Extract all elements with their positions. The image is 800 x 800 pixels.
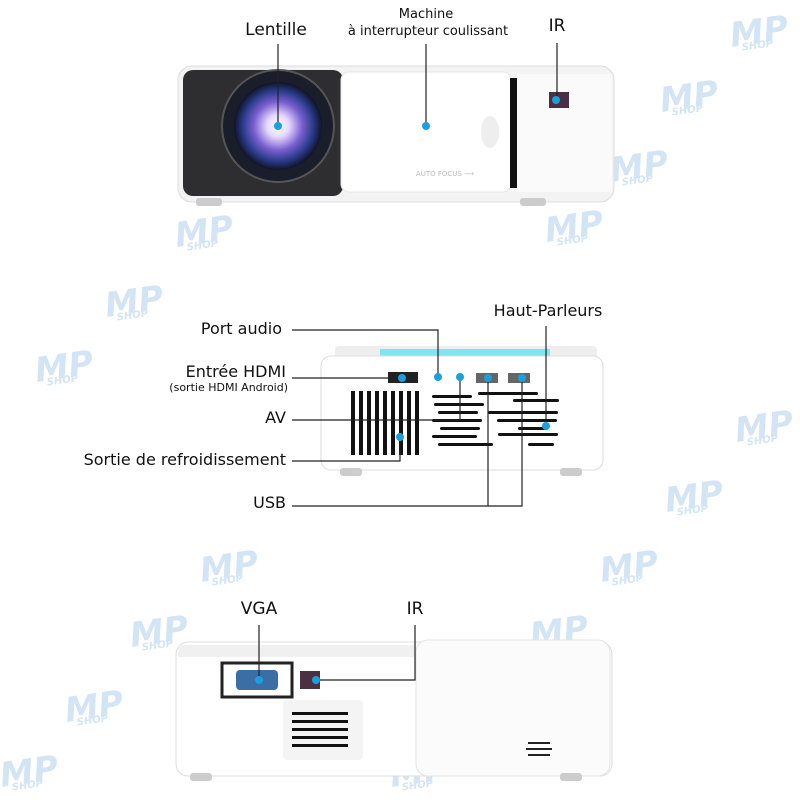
front-view-projector: AUTO FOCUS ⟶ [177, 65, 615, 206]
label-speakers: Haut-Parleurs [493, 301, 603, 320]
front-callout-lines [277, 43, 558, 126]
svg-text:AUTO FOCUS ⟶: AUTO FOCUS ⟶ [416, 170, 474, 178]
front-callout-dots [274, 96, 560, 130]
label-usb: USB [253, 493, 286, 512]
side-view-projector [175, 639, 613, 781]
label-lens: Lentille [245, 20, 307, 40]
cooling-vent [351, 391, 419, 455]
ir-sensor [300, 671, 320, 689]
label-ir-side: IR [406, 599, 424, 619]
side-vent [292, 712, 348, 747]
label-ir-front: IR [548, 16, 566, 36]
rear-callout-dots [396, 373, 550, 441]
side-callout-lines [258, 625, 416, 681]
side-callout-dots [255, 676, 320, 684]
label-av: AV [265, 408, 286, 427]
rear-callout-lines [292, 326, 547, 507]
label-cooling: Sortie de refroidissement [83, 450, 286, 469]
rear-view-projector [320, 346, 604, 476]
label-vga: VGA [240, 599, 278, 619]
label-slider-line1: Machine [398, 7, 454, 22]
label-slider-line2: à interrupteur coulissant [347, 24, 509, 39]
label-hdmi-sub: (sortie HDMI Android) [169, 381, 288, 394]
label-audio-port: Port audio [200, 319, 282, 338]
label-hdmi: Entrée HDMI [185, 362, 286, 381]
